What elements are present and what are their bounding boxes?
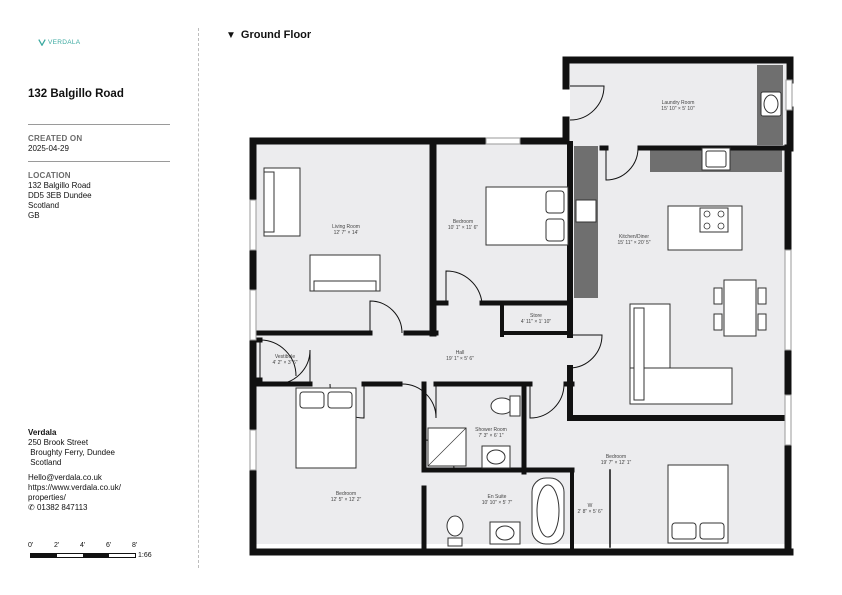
agent-address-line: Broughty Ferry, Dundee — [28, 448, 116, 457]
agent-email-link[interactable]: Hello@verdala.co.uk — [28, 473, 102, 482]
brand-logo: VERDALA — [38, 38, 80, 46]
room-dims: 10' 1" × 11' 6" — [448, 225, 478, 231]
room-name: Bedroom — [336, 491, 356, 497]
room-name: Laundry Room — [662, 100, 695, 106]
scale-bar: 0' 2' 4' 6' 8' 1:66 — [28, 542, 168, 559]
door-swings — [259, 85, 639, 471]
scale-tick: 4' — [80, 542, 86, 549]
location-line: GB — [28, 211, 40, 220]
agent-contact: Verdala 250 Brook Street Broughty Ferry,… — [28, 428, 121, 513]
agent-phone[interactable]: ✆ 01382 847113 — [28, 503, 121, 513]
sidebar: VERDALA 132 Balgillo Road CREATED ON 202… — [0, 0, 198, 595]
room-dims: 12' 5" × 12' 2" — [331, 497, 362, 503]
hob — [699, 207, 729, 233]
location-line: 132 Balgillo Road — [28, 181, 91, 190]
divider — [28, 161, 170, 162]
hob-rings — [703, 210, 725, 230]
room-name: Kitchen/Diner — [619, 234, 649, 240]
room-dims: 19' 1" × 5' 6" — [446, 356, 474, 362]
agent-phone-number: 01382 847113 — [36, 503, 88, 512]
location-value: 132 Balgillo Road DD5 3EB Dundee Scotlan… — [28, 181, 92, 221]
scale-tick: 6' — [106, 542, 112, 549]
triangle-down-icon: ▼ — [226, 29, 236, 41]
room-dims: 4' 2" × 3' 6" — [272, 360, 297, 366]
room-dims: 19' 7" × 12' 1" — [601, 460, 632, 466]
room-dims: 4' 11" × 1' 10" — [521, 319, 551, 325]
agent-address-line: Scotland — [28, 458, 62, 467]
website-line: properties/ — [28, 493, 66, 502]
floor-heading-label: Ground Floor — [240, 29, 312, 41]
room-name: Living Room — [332, 224, 360, 230]
agent-website-link[interactable]: https://www.verdala.co.uk/ properties/ — [28, 483, 121, 503]
floor-plan: Laundry Room 15' 10" × 5' 10" Living Roo… — [249, 56, 794, 556]
room-name: Store — [530, 313, 542, 319]
room-name: Hall — [456, 350, 465, 356]
room-name: Shower Room — [475, 427, 507, 433]
phone-icon: ✆ — [28, 503, 35, 512]
room-name: En Suite — [488, 494, 507, 500]
created-value: 2025-04-29 — [28, 144, 69, 153]
room-dims: 7' 3" × 6' 1" — [478, 433, 503, 439]
agent-address-line: 250 Brook Street — [28, 438, 89, 447]
room-dims: 12' 7" × 14' — [334, 230, 359, 236]
location-line: Scotland — [28, 201, 60, 210]
location-label: LOCATION — [28, 171, 71, 180]
website-line: https://www.verdala.co.uk/ — [28, 483, 121, 492]
windows — [249, 79, 793, 471]
toilet — [446, 515, 464, 537]
room-name: W — [588, 503, 593, 509]
property-title: 132 Balgillo Road — [28, 88, 124, 100]
room-dims: 2' 8" × 5' 6" — [577, 509, 602, 515]
walls — [249, 56, 794, 556]
scale-tick: 0' — [28, 542, 34, 549]
room-name: Vestibule — [275, 354, 296, 360]
room-dims: 15' 11" × 20' 5" — [617, 240, 650, 246]
room-name: Bedroom — [606, 454, 626, 460]
room-dims: 10' 10" × 5' 7" — [482, 500, 513, 506]
vertical-divider — [198, 28, 199, 568]
logo-text: VERDALA — [48, 38, 81, 46]
floor-heading: ▼ Ground Floor — [226, 29, 311, 41]
room-name: Bedroom — [453, 219, 473, 225]
room-labels: Laundry Room 15' 10" × 5' 10" Living Roo… — [272, 100, 694, 515]
dining-table — [723, 279, 757, 337]
appliance — [575, 199, 597, 223]
scale-tick: 2' — [54, 542, 60, 549]
location-line: DD5 3EB Dundee — [28, 191, 92, 200]
scale-segments — [30, 553, 136, 558]
created-label: CREATED ON — [28, 134, 83, 143]
logo-mark-icon — [38, 39, 46, 46]
room-dims: 15' 10" × 5' 10" — [661, 106, 695, 112]
furniture — [263, 91, 782, 547]
divider — [28, 124, 170, 125]
agent-name: Verdala — [28, 428, 57, 437]
scale-ratio: 1:66 — [138, 552, 152, 559]
scale-tick: 8' — [132, 542, 138, 549]
